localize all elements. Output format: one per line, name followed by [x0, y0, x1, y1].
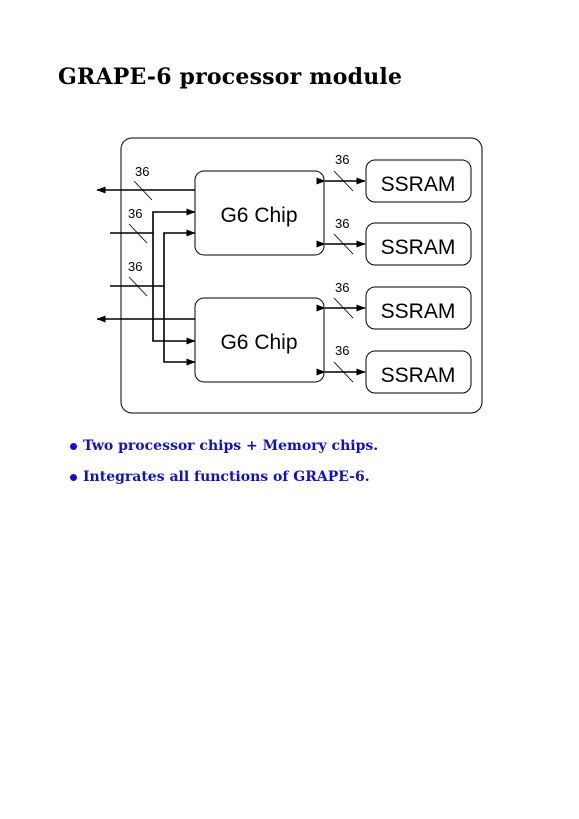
- width-label-mem-1: 36: [335, 152, 349, 167]
- slash-output: [133, 180, 153, 201]
- width-label-output: 36: [135, 164, 149, 179]
- g6-chip-1: G6 Chip: [194, 170, 325, 256]
- input-bus-2-chip2: [163, 286, 196, 366]
- ssram-3: SSRAM: [365, 286, 472, 330]
- g6-chip-2: G6 Chip: [194, 297, 325, 383]
- page-title: GRAPE-6 processor module: [58, 64, 403, 90]
- slash-mem-4: [333, 361, 354, 383]
- ssram-2-label: SSRAM: [381, 236, 456, 259]
- bullet-dot-icon: [70, 442, 77, 450]
- g6-chip-1-label: G6 Chip: [220, 204, 297, 227]
- input-bus-1: [110, 208, 196, 234]
- bullet-text: Integrates all functions of GRAPE-6.: [83, 469, 370, 485]
- input-bus-1-chip2: [152, 233, 196, 345]
- width-label-mem-2: 36: [335, 216, 349, 231]
- g6-chip-2-label: G6 Chip: [220, 331, 297, 354]
- module-board: [120, 137, 483, 414]
- slash-mem-3: [333, 297, 354, 319]
- slash-input-2: [128, 276, 148, 297]
- bullet-item: Two processor chips + Memory chips.: [70, 436, 378, 467]
- bullet-text: Two processor chips + Memory chips.: [83, 438, 379, 454]
- slash-mem-1: [333, 170, 354, 192]
- ssram-3-label: SSRAM: [381, 300, 456, 323]
- bullet-dot-icon: [70, 473, 77, 481]
- bullet-list: Two processor chips + Memory chips. Inte…: [70, 436, 378, 498]
- ssram-2: SSRAM: [365, 222, 472, 266]
- ssram-4: SSRAM: [365, 350, 472, 394]
- width-label-input-2: 36: [128, 259, 142, 274]
- width-label-input-1: 36: [128, 206, 142, 221]
- ssram-4-label: SSRAM: [381, 364, 456, 387]
- slash-mem-2: [333, 233, 354, 255]
- width-label-mem-3: 36: [335, 280, 349, 295]
- slash-input-1: [128, 223, 148, 244]
- bullet-item: Integrates all functions of GRAPE-6.: [70, 467, 378, 498]
- ssram-1-label: SSRAM: [381, 173, 456, 196]
- width-label-mem-4: 36: [335, 343, 349, 358]
- ssram-1: SSRAM: [365, 159, 472, 203]
